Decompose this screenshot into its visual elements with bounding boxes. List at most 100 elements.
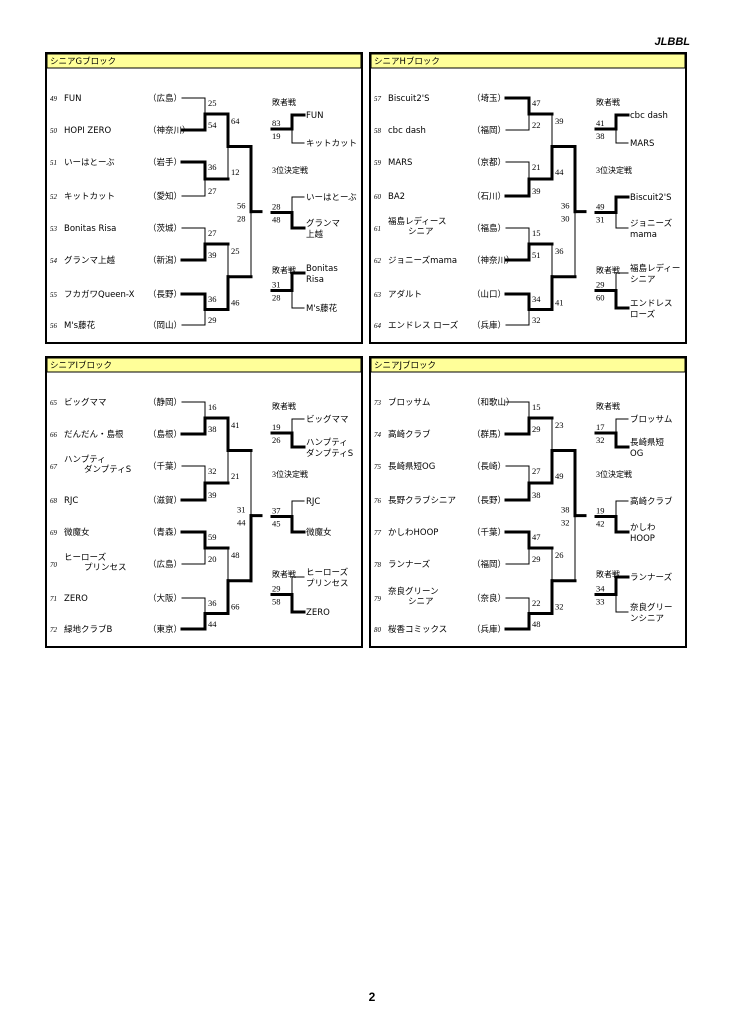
bracket-number: 71 (50, 595, 57, 603)
bracket-number: 74 (374, 431, 382, 439)
team-region: （長野） (472, 495, 506, 506)
team-name: ランナーズ (388, 559, 431, 570)
score-label: 34 (532, 294, 541, 304)
consolation-team: ランナーズ (630, 572, 673, 583)
bracket-number: 57 (374, 95, 382, 103)
block-title: シニアJブロック (374, 360, 436, 371)
consolation-team: ジョニーズ (630, 218, 673, 229)
score-label: 54 (208, 120, 217, 130)
bracket-number: 66 (50, 431, 58, 439)
team-region: （京都） (472, 157, 506, 168)
team-region: （山口） (472, 289, 506, 300)
score-label: 38 (532, 490, 541, 500)
score-label: 47 (532, 532, 541, 542)
bracket-number: 59 (374, 159, 382, 167)
score-label: 39 (208, 250, 217, 260)
score-label: 36 (555, 246, 564, 256)
score-label: 25 (208, 98, 217, 108)
score-label: 31 (237, 505, 246, 515)
team-region: （東京） (148, 624, 182, 635)
team-region: （広島） (148, 559, 182, 570)
consolation-team: mama (630, 230, 657, 240)
consolation-label: 3位決定戦 (596, 165, 632, 175)
score-label: 36 (208, 162, 217, 172)
score-label: 64 (231, 116, 240, 126)
consolation-team: ダンプティS (306, 448, 353, 459)
score-label: 31 (272, 280, 281, 290)
consolation-label: 敗者戦 (596, 401, 620, 411)
score-label: 22 (532, 598, 541, 608)
score-label: 83 (272, 118, 281, 128)
score-label: 32 (208, 466, 217, 476)
consolation-team: cbc dash (630, 111, 668, 121)
score-label: 38 (596, 131, 605, 141)
bracket-number: 60 (374, 193, 382, 201)
score-label: 19 (596, 506, 605, 516)
consolation-team: Risa (306, 275, 324, 285)
bracket-number: 77 (374, 529, 382, 537)
team-name: 高崎クラブ (388, 429, 431, 440)
bracket-number: 53 (50, 225, 58, 233)
bracket-number: 54 (50, 257, 58, 265)
score-label: 30 (561, 214, 570, 224)
score-label: 22 (532, 120, 541, 130)
team-region: （兵庫） (472, 624, 506, 635)
team-name: 長野クラブシニア (388, 495, 456, 506)
team-region: （福岡） (472, 559, 506, 570)
bracket-number: 58 (374, 127, 382, 135)
block-header (370, 357, 686, 373)
score-label: 44 (237, 518, 246, 528)
consolation-team: ブロッサム (630, 414, 672, 425)
score-label: 25 (231, 246, 240, 256)
team-name: ダンプティS (84, 464, 131, 475)
score-label: 19 (272, 422, 281, 432)
bracket-number: 55 (50, 291, 58, 299)
team-region: （岡山） (148, 320, 182, 331)
page-title: JLBBL (654, 36, 690, 48)
team-name: Bonitas Risa (64, 224, 116, 234)
score-label: 21 (532, 162, 541, 172)
score-label: 32 (555, 602, 564, 612)
bracket-number: 69 (50, 529, 58, 537)
block-frame (45, 356, 363, 648)
team-name: 福島レディース (388, 216, 446, 227)
consolation-label: 敗者戦 (272, 401, 296, 411)
team-name: プリンセス (84, 563, 127, 573)
score-label: 51 (532, 250, 541, 260)
consolation-team: 高崎クラブ (630, 496, 673, 507)
score-label: 21 (231, 471, 240, 481)
team-name: 桜香コミックス (388, 624, 447, 635)
team-name: BA2 (388, 192, 405, 202)
team-name: シニア (408, 597, 434, 607)
team-name: HOPI ZERO (64, 126, 112, 136)
score-label: 16 (208, 402, 217, 412)
score-label: 37 (272, 506, 281, 516)
consolation-label: 3位決定戦 (272, 469, 308, 479)
score-label: 29 (596, 280, 605, 290)
team-region: （和歌山） (472, 397, 515, 408)
bracket-number: 49 (50, 95, 58, 103)
team-name: アダルト (388, 289, 422, 300)
consolation-team: FUN (306, 111, 323, 121)
consolation-team: ローズ (630, 309, 656, 320)
score-label: 58 (272, 597, 281, 607)
consolation-label: 3位決定戦 (596, 469, 632, 479)
score-label: 48 (272, 215, 281, 225)
score-label: 29 (272, 584, 281, 594)
team-name: ハンプティ (64, 455, 106, 465)
team-name: エンドレス ローズ (388, 320, 459, 331)
team-name: 長崎県短OG (388, 461, 435, 472)
bracket-number: 70 (50, 561, 58, 569)
consolation-team: ンシニア (630, 614, 664, 624)
consolation-team: キットカット (306, 139, 357, 149)
team-region: （群馬） (472, 429, 506, 440)
team-region: （広島） (148, 93, 182, 104)
block-title: シニアGブロック (50, 56, 116, 67)
team-name: グランマ上越 (64, 255, 116, 266)
score-label: 28 (237, 214, 246, 224)
team-name: FUN (64, 94, 81, 104)
consolation-team: 福島レディー (630, 263, 680, 274)
